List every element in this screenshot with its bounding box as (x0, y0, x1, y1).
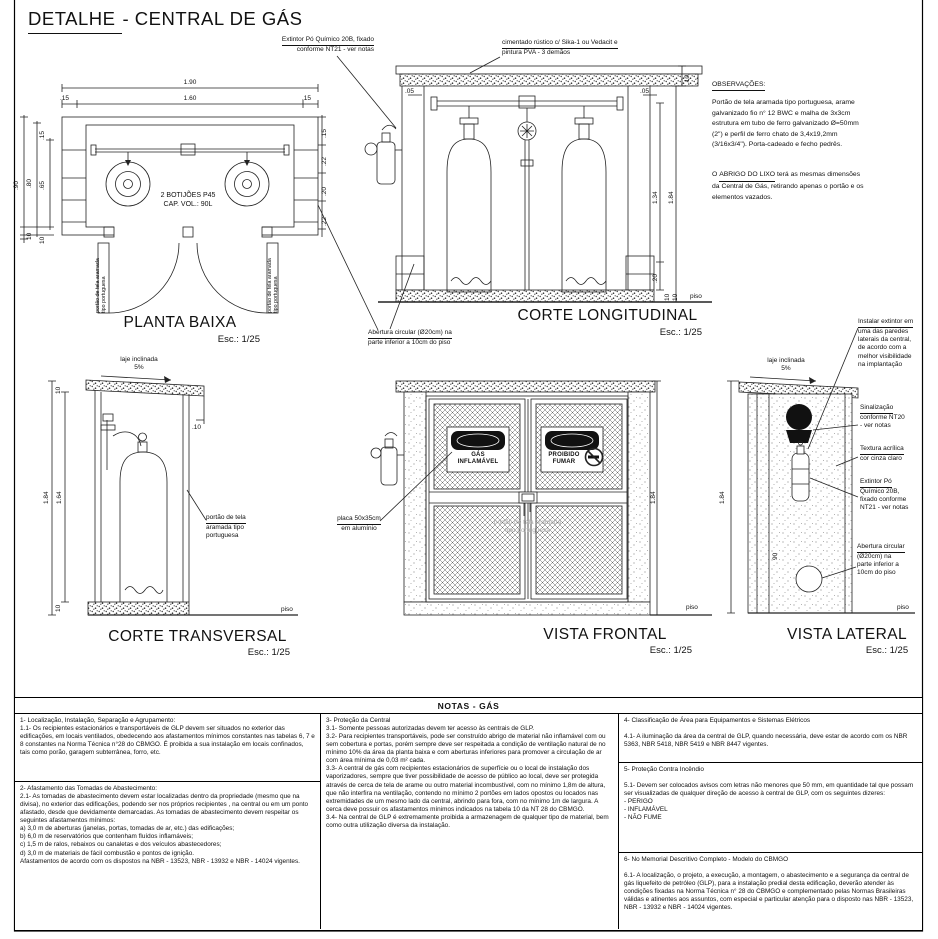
dim-label: 10 (55, 604, 62, 612)
notes-table-body: 1- Localização, Instalação, Separação e … (15, 714, 922, 929)
notes-column-2: 3- Proteção da Central 3.1- Somente pess… (321, 714, 619, 929)
gate-latch (518, 491, 538, 504)
vent-opening (795, 565, 823, 593)
dim-label: .15 (39, 130, 46, 140)
dim-label: .05 (405, 88, 415, 95)
vista-lateral-drawing (727, 327, 915, 614)
dim-label: .15 (60, 95, 70, 102)
corte-longitudinal-drawing (336, 55, 712, 330)
observacoes-p1: Portão de tela aramada tipo portuguesa, … (712, 99, 859, 149)
dim-label: 10 (672, 293, 679, 301)
vista-lateral-scale: Esc.: 1/25 (865, 645, 909, 656)
floor-label: piso (897, 604, 909, 611)
door-leaf (266, 242, 279, 314)
vista-frontal-drawing (370, 380, 712, 616)
corte-transversal-title: CORTE TRANSVERSAL (108, 628, 287, 645)
annotation-instalar-extintor: Instalar extintor em uma das paredes lat… (858, 318, 914, 369)
note-cell-2: 2- Afastamento das Tomadas de Abastecime… (15, 781, 320, 929)
note-cell-3: 3- Proteção da Central 3.1- Somente pess… (326, 717, 609, 829)
notes-table-header: NOTAS - GÁS (15, 698, 922, 714)
annotation-portao-tela: portão de tela aramada tipo portuguesa (206, 514, 246, 540)
floor-label: piso (686, 604, 698, 611)
dim-label: .22 (321, 156, 328, 166)
dim-label: 10 (39, 236, 46, 244)
door-leaf (97, 242, 110, 314)
dim-label: 1.84 (650, 491, 657, 504)
annotation-abertura-circular: Abertura circular (Ø20cm) na parte infer… (368, 329, 452, 346)
dim-label: 1.60 (183, 95, 197, 102)
note-cell-4: 4- Classificação de Área para Equipament… (624, 717, 908, 749)
dim-label: 1.84 (719, 491, 726, 504)
dim-label: .20 (321, 186, 328, 196)
floor-label: piso (690, 293, 702, 300)
pressure-gauge-icon (517, 121, 537, 141)
dim-label: .22 (321, 216, 328, 226)
dim-label: 10 (55, 386, 62, 394)
door-label-center: portão de tela aramada tipo portuguesa (493, 519, 562, 535)
dim-label: 1.84 (43, 491, 50, 504)
annotation-cimentado: cimentado rústico c/ Sika-1 ou Vedacit e… (502, 39, 618, 56)
dim-label: .80 (26, 178, 33, 188)
annotation-extintor-top: Extintor Pó Químico 20B, fixado conforme… (281, 36, 374, 53)
sheet-title-rest: - CENTRAL DE GÁS (122, 8, 303, 29)
sheet-title: DETALHE- CENTRAL DE GÁS (28, 7, 302, 34)
notes-column-1: 1- Localização, Instalação, Separação e … (15, 714, 321, 929)
notes-table: NOTAS - GÁS 1- Localização, Instalação, … (14, 697, 923, 931)
sign-proibido-fumar (540, 426, 604, 473)
door-label-right: portão de tela aramada tipo portuguesa (267, 258, 280, 313)
dim-label: .20 (652, 273, 659, 283)
dim-label: 1.90 (183, 79, 197, 86)
dim-label: .15 (302, 95, 312, 102)
corte-transversal-drawing (48, 375, 298, 616)
dim-label: .90 (13, 180, 20, 190)
corte-longitudinal-title: CORTE LONGITUDINAL (517, 307, 698, 324)
corte-longitudinal-scale: Esc.: 1/25 (659, 327, 702, 338)
dim-label: 90 (772, 552, 779, 560)
vista-frontal-title: VISTA FRONTAL (543, 626, 667, 643)
note-cell-1: 1- Localização, Instalação, Separação e … (20, 717, 315, 757)
notes-column-3: 4- Classificação de Área para Equipament… (619, 714, 922, 929)
dim-label: .15 (321, 128, 328, 138)
annotation-sinalizacao: Sinalização conforme NT20 - ver notas (860, 404, 905, 430)
sign-gas-inflamavel (446, 426, 510, 473)
observacoes-title: OBSERVAÇÕES: (712, 80, 766, 92)
annotation-placa: placa 50x35cm em alumínio (337, 515, 381, 532)
dim-label: .10 (192, 424, 202, 431)
door-label-left: portão de tela aramada tipo portuguesa (95, 258, 108, 313)
vista-frontal-scale: Esc.: 1/25 (649, 645, 692, 656)
annotation-abertura-lateral: Abertura circular (Ø20cm) na parte infer… (857, 543, 905, 577)
dim-label: .65 (39, 180, 46, 190)
planta-baixa-scale: Esc.: 1/25 (217, 334, 260, 345)
sheet-frame (13, 0, 924, 932)
dim-label: 1.84 (668, 191, 675, 204)
corte-transversal-scale: Esc.: 1/25 (247, 647, 290, 658)
dim-label: 1.34 (652, 191, 659, 204)
dim-label: 10 (26, 232, 33, 240)
observacoes-block: OBSERVAÇÕES: Portão de tela aramada tipo… (712, 69, 932, 223)
dim-label: 1.64 (56, 491, 63, 504)
dim-label: .10 (684, 74, 691, 84)
vista-lateral-title: VISTA LATERAL (786, 626, 908, 643)
annotation-textura: Textura acrílica cor cinza claro (860, 445, 904, 462)
observacoes-p2: O ABRIGO DO LIXO terá as mesmas dimensõe… (712, 171, 864, 201)
extinguisher-icon (364, 124, 402, 185)
extinguisher-icon (370, 432, 404, 486)
extinguisher-icon (791, 440, 810, 502)
warning-light-icon (786, 404, 812, 443)
annotation-extintor-lateral: Extintor Pó Químico 20B, fixado conforme… (860, 478, 909, 512)
sheet-title-word: DETALHE (28, 7, 123, 34)
note-cell-5: 5- Proteção Contra Incêndio 5.1- Devem s… (619, 762, 922, 852)
no-smoking-icon (584, 447, 604, 467)
floor-label: piso (281, 606, 293, 613)
note-cell-6: 6- No Memorial Descritivo Completo - Mod… (619, 852, 922, 929)
planta-baixa-drawing (20, 84, 379, 331)
planta-baixa-title: PLANTA BAIXA (123, 314, 237, 331)
dim-label: .05 (640, 88, 650, 95)
